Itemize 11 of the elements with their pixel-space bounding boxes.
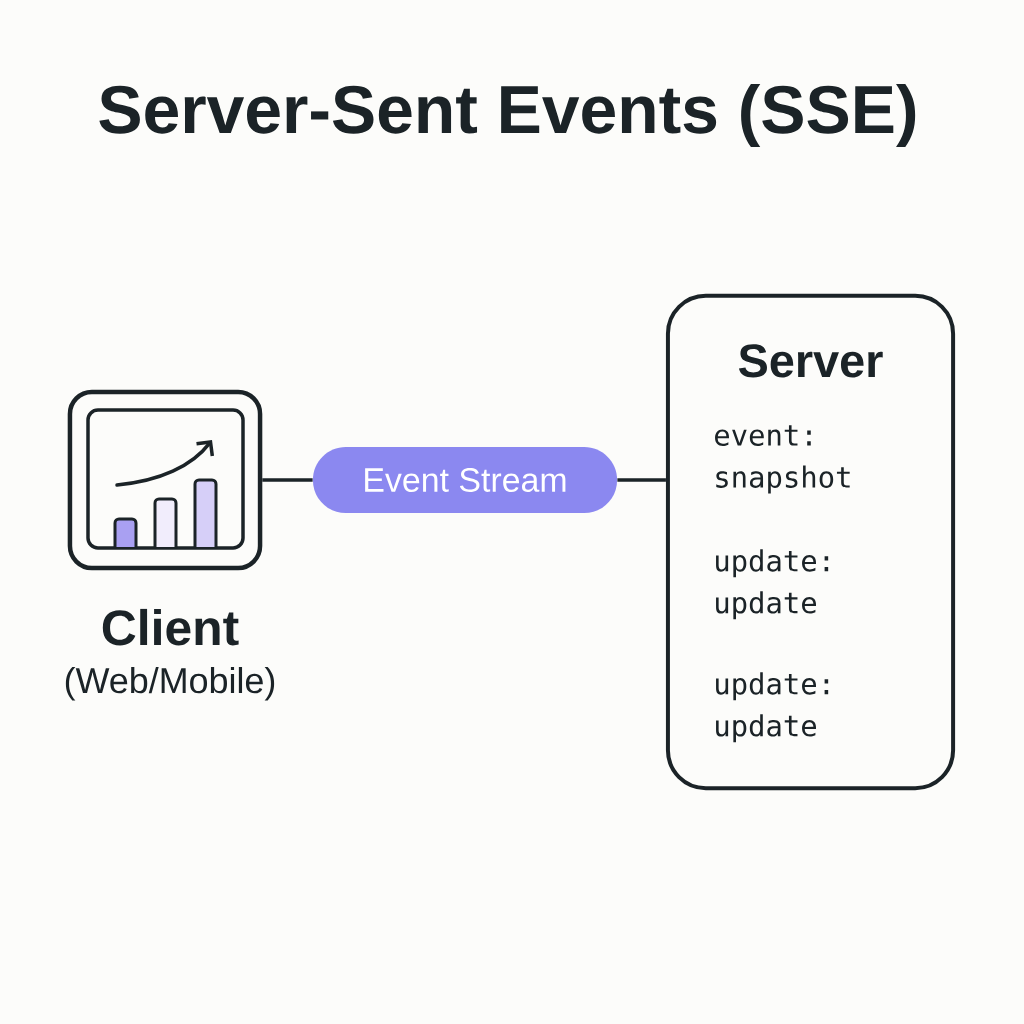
code-text: update: update — [716, 672, 829, 743]
box-heading: Server — [738, 344, 883, 378]
node-caption: Client — [102, 608, 239, 646]
code-text: update: update — [716, 549, 829, 620]
title: Server-Sent Events (SSE) — [99, 83, 916, 148]
connector-line — [262, 478, 313, 482]
node-subcaption: (Web/Mobile) — [65, 667, 275, 701]
connector-line — [617, 478, 666, 482]
monitor-drawing — [67, 389, 263, 571]
code-text: event: snapshot — [715, 425, 850, 494]
pill-box: Event Stream — [312, 447, 618, 514]
